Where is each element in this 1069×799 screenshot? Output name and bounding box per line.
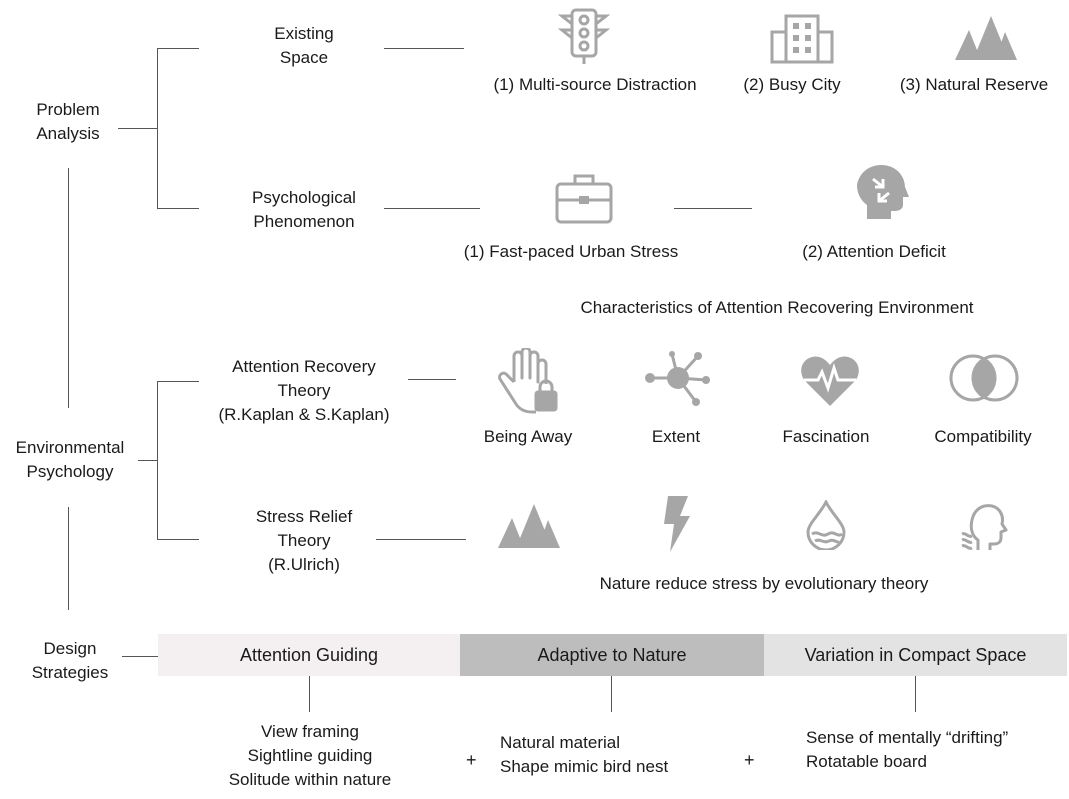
bracket-stem <box>118 128 157 129</box>
strategy-band-variation-compact-space: Variation in Compact Space <box>764 634 1067 676</box>
existing-item-2: (2) Busy City <box>743 75 841 94</box>
building-icon <box>770 14 834 64</box>
bracket-vertical <box>157 381 158 539</box>
psych-connector-1 <box>384 208 480 209</box>
strategy-band-attention-guiding: Attention Guiding <box>158 634 460 676</box>
srt-connector <box>376 539 466 540</box>
psych-item-1: (1) Fast-paced Urban Stress <box>463 242 679 261</box>
bracket-top <box>157 381 199 382</box>
strategy-connector-3 <box>915 676 916 712</box>
bracket-bottom <box>157 208 199 209</box>
strategy-connector-2 <box>611 676 612 712</box>
category-environmental-psychology: Environmental Psychology <box>15 438 125 481</box>
water-drop-icon <box>806 500 846 550</box>
art-item-extent: Extent <box>651 427 701 446</box>
art-item-compatibility: Compatibility <box>934 427 1032 446</box>
psych-item-2: (2) Attention Deficit <box>802 242 946 261</box>
art-connector <box>408 379 456 380</box>
spine-line-upper <box>68 168 69 408</box>
head-waves-icon <box>960 502 1010 552</box>
plus-sign: + <box>466 750 477 770</box>
art-heading: Characteristics of Attention Recovering … <box>580 298 974 317</box>
bracket-bottom <box>157 539 199 540</box>
briefcase-icon <box>555 172 613 224</box>
existing-space-label: Existing Space <box>274 24 334 67</box>
head-arrows-icon <box>855 163 909 221</box>
strategy-band-adaptive-to-nature: Adaptive to Nature <box>460 634 764 676</box>
strategy-connector-1 <box>309 676 310 712</box>
psych-phenomenon-label: Psychological Phenomenon <box>252 188 356 231</box>
category-problem-analysis: Problem Analysis <box>36 100 100 143</box>
art-item-fascination: Fascination <box>782 427 870 446</box>
existing-item-1: (1) Multi-source Distraction <box>493 75 697 94</box>
existing-item-3: (3) Natural Reserve <box>899 75 1049 94</box>
bracket-stem <box>138 460 157 461</box>
spine-line-lower <box>68 507 69 610</box>
strategy-list-adaptive-to-nature: Natural material Shape mimic bird nest <box>500 733 669 776</box>
art-label: Attention Recovery Theory (R.Kaplan & S.… <box>218 357 390 424</box>
art-item-being-away: Being Away <box>483 427 573 446</box>
srt-label: Stress Relief Theory (R.Ulrich) <box>255 507 353 574</box>
network-node-icon <box>642 350 712 408</box>
psych-connector-2 <box>674 208 752 209</box>
bracket-vertical <box>157 48 158 208</box>
overlapping-circles-icon <box>949 352 1019 404</box>
design-connector <box>122 656 158 657</box>
existing-space-connector <box>384 48 464 49</box>
lightning-icon <box>664 496 692 552</box>
strategy-list-variation-compact-space: Sense of mentally “drifting” Rotatable b… <box>806 728 1009 771</box>
bracket-top <box>157 48 199 49</box>
strategy-list-attention-guiding: View framing Sightline guiding Solitude … <box>228 722 392 789</box>
traffic-light-icon <box>558 8 610 66</box>
mountain-icon <box>498 502 560 548</box>
hand-lock-icon <box>498 348 560 414</box>
srt-caption: Nature reduce stress by evolutionary the… <box>599 574 929 593</box>
heart-pulse-icon <box>800 354 860 408</box>
category-design-strategies: Design Strategies <box>31 639 109 682</box>
plus-sign: + <box>744 750 755 770</box>
mountain-icon <box>955 14 1017 60</box>
